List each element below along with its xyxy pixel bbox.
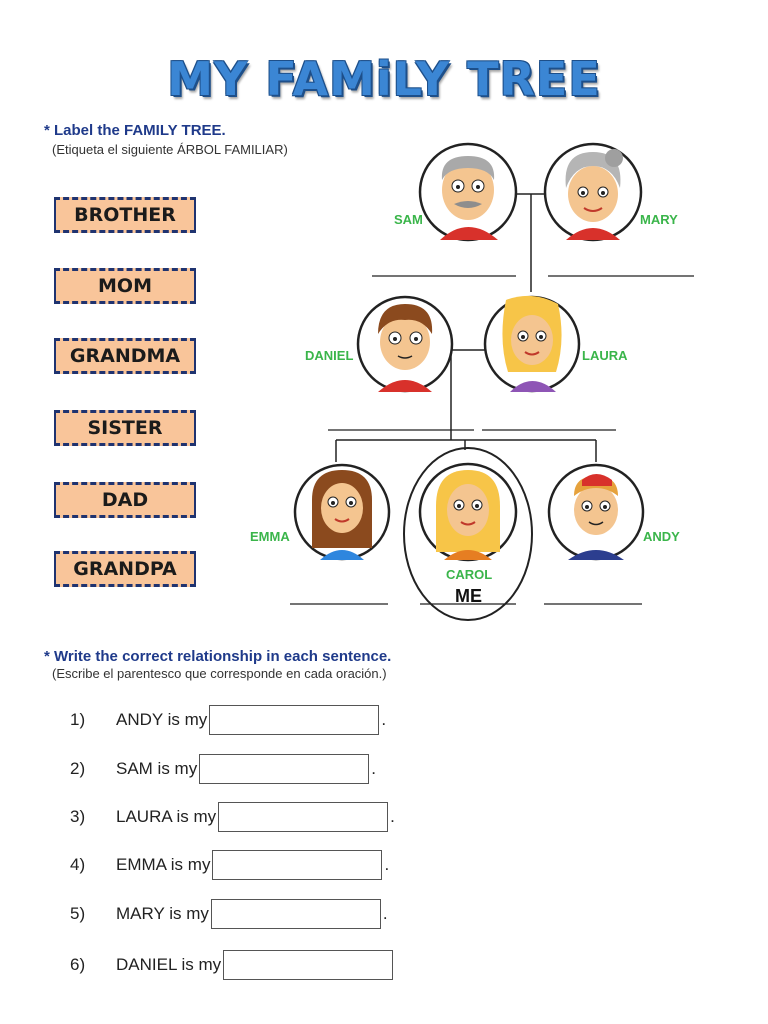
name-label-sam: SAM (394, 212, 423, 227)
answer-box-2[interactable] (199, 754, 370, 784)
question-number: 4) (70, 855, 86, 874)
question-row: 4) EMMA is my . (70, 850, 389, 880)
word-card-sister[interactable]: SISTER (54, 410, 196, 446)
worksheet-title: MY FAMiLY TREE (167, 52, 601, 106)
question-number: 5) (70, 904, 86, 923)
mary-portrait (543, 142, 643, 242)
question-text: EMMA is my (116, 855, 211, 874)
answer-box-4[interactable] (212, 850, 383, 880)
word-card-mom[interactable]: MOM (54, 268, 196, 304)
answer-box-3[interactable] (218, 802, 389, 832)
question-text: LAURA is my (116, 807, 217, 826)
period: . (390, 807, 395, 826)
emma-portrait (293, 463, 391, 561)
name-label-laura: LAURA (582, 348, 628, 363)
label-instruction: * Label the FAMILY TREE. (44, 122, 226, 139)
sam-portrait (418, 142, 518, 242)
word-card-dad[interactable]: DAD (54, 482, 196, 518)
name-label-andy: ANDY (643, 529, 680, 544)
name-label-daniel: DANIEL (305, 348, 354, 363)
name-label-emma: EMMA (250, 529, 290, 544)
answer-box-1[interactable] (209, 705, 380, 735)
period: . (382, 904, 388, 923)
period: . (381, 710, 387, 729)
tree-answer-lines (290, 275, 694, 605)
question-row: 5) MARY is my . (70, 899, 388, 929)
me-label: ME (455, 586, 482, 606)
question-row: 3) LAURA is my . (70, 802, 395, 832)
question-text: MARY is my (116, 904, 209, 923)
sentence-instruction: * Write the correct relationship in each… (44, 648, 392, 665)
family-tree-diagram (290, 142, 694, 621)
question-row: 6) DANIEL is my (70, 950, 394, 980)
andy-portrait (547, 463, 645, 561)
name-label-carol: CAROL (446, 567, 493, 582)
label-instruction-subtitle: (Etiqueta el siguiente ÁRBOL FAMILIAR) (52, 142, 288, 157)
question-text: ANDY is my (116, 710, 208, 729)
word-card-brother[interactable]: BROTHER (54, 197, 196, 233)
question-text: SAM is my (116, 759, 198, 778)
question-number: 6) (70, 955, 86, 974)
question-number: 3) (70, 807, 86, 826)
sentence-instruction-subtitle: (Escribe el parentesco que corresponde e… (52, 666, 387, 681)
answer-box-5[interactable] (210, 899, 381, 929)
laura-portrait (483, 295, 581, 393)
answer-box-6[interactable] (223, 950, 394, 980)
period: . (384, 855, 390, 874)
question-number: 1) (70, 710, 86, 729)
question-row: 2) SAM is my . (70, 754, 376, 784)
question-number: 2) (70, 759, 86, 778)
period: . (371, 759, 376, 778)
question-text: DANIEL is my (116, 955, 222, 974)
name-label-mary: MARY (640, 212, 678, 227)
daniel-portrait (356, 295, 454, 393)
question-row: 1) ANDY is my . (70, 705, 386, 735)
word-card-grandpa[interactable]: GRANDPA (54, 551, 196, 587)
word-card-grandma[interactable]: GRANDMA (54, 338, 196, 374)
carol-portrait (403, 447, 533, 621)
